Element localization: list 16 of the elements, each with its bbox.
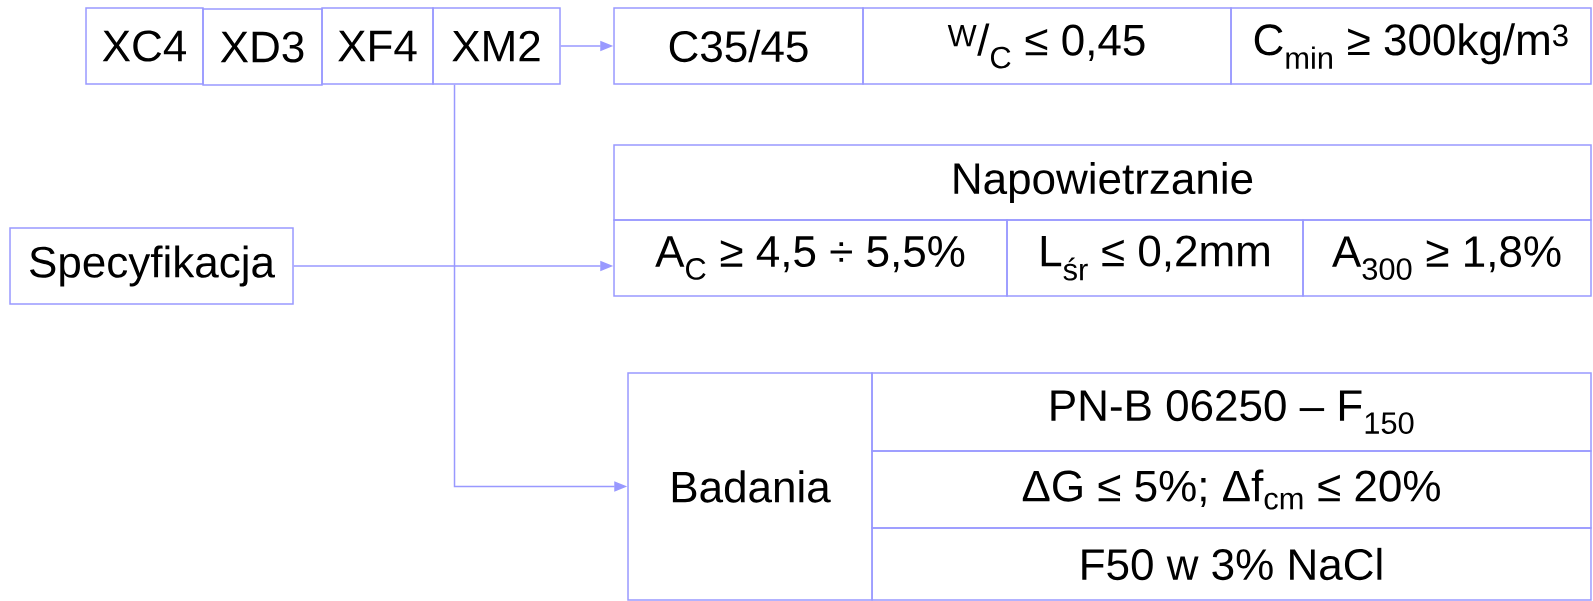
table-cell: A$_{300}$ ≥ 1,8% [1302,219,1592,297]
table-cell: L$_{śr}$ ≤ 0,2mm [1006,219,1304,297]
table-cell: C35/45 [613,7,864,85]
table-cell: Badania [627,372,873,601]
table-cell: $^{W}$/$_{C}$ ≤ 0,45 [862,7,1232,85]
label-box: Specyfikacja [9,227,294,305]
table-cell: XC4 [85,7,204,85]
table-cell: XM2 [432,7,561,85]
table-cell: Napowietrzanie [613,144,1592,221]
table-cell: PN-B 06250 – F$_{150}$ [871,372,1592,452]
table-cell: C$_{min}$ ≥ 300kg/m$^{3}$ [1230,7,1592,85]
table-cell: A$_{C}$ ≥ 4,5 ÷ 5,5% [613,219,1008,297]
table-cell: ΔG ≤ 5%; Δf$_{cm}$ ≤ 20% [871,450,1592,529]
table-cell: XD3 [202,8,323,86]
table-cell: F50 w 3% NaCl [871,527,1592,601]
table-cell: XF4 [321,7,434,85]
